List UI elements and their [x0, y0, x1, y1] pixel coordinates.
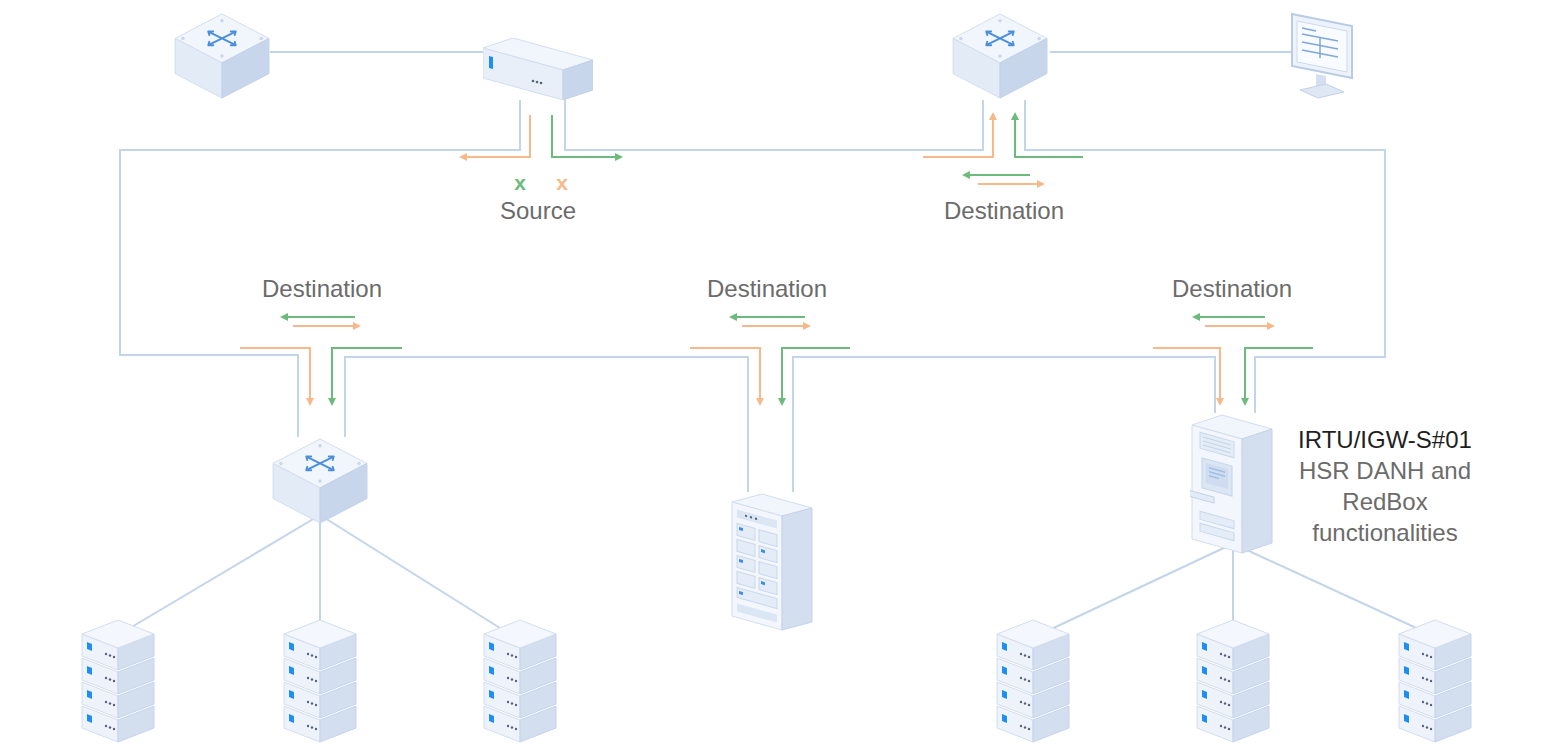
role-label: Destination: [232, 273, 412, 304]
source-device-icon: [483, 38, 593, 100]
flow-arrow: [736, 316, 805, 318]
flow-arrow: [293, 325, 354, 327]
flow-arrow: [1245, 348, 1313, 399]
switch-icon: [953, 14, 1047, 98]
ring-link: [565, 100, 983, 150]
ring-link: [120, 100, 520, 437]
destination-switch: Destination: [270, 437, 370, 525]
destination-rack: Destination: [730, 492, 814, 632]
flow-arrow: [1205, 325, 1268, 327]
rack-icon: [732, 494, 812, 630]
flow-arrow: [552, 115, 616, 157]
device-name: IRTU/IGW-S#01: [1285, 424, 1485, 455]
monitor-icon: [1292, 14, 1352, 98]
ring-link: [793, 357, 1215, 492]
server-icon: [284, 620, 356, 742]
destination-switch: Destination: [950, 12, 1050, 100]
server-icon: [82, 620, 154, 742]
wire: [319, 520, 321, 624]
wire: [1232, 550, 1234, 624]
flow-arrow: [1153, 348, 1220, 399]
ring-link: [345, 357, 748, 492]
flow-arrow: [332, 348, 402, 399]
wire: [1045, 545, 1230, 632]
ring-link: [1025, 100, 1385, 413]
switch-icon: [175, 14, 269, 98]
server-icon: [1197, 620, 1269, 742]
gateway-icon: [1184, 415, 1272, 553]
flow-arrow: [923, 119, 993, 157]
role-label: Source: [458, 195, 618, 226]
failure-mark: x: [552, 170, 572, 196]
gateway-device: DestinationIRTU/IGW-S#01HSR DANH and Red…: [1190, 413, 1274, 555]
flow-arrow: [978, 183, 1038, 185]
server-icon: [484, 620, 556, 742]
device-description: HSR DANH and RedBox functionalities: [1290, 455, 1480, 548]
failure-mark: x: [510, 170, 530, 196]
role-label: Destination: [914, 195, 1094, 226]
flow-arrow: [240, 348, 310, 399]
device-icons: [82, 14, 1471, 742]
wire: [1236, 545, 1425, 632]
role-label: Destination: [677, 273, 857, 304]
flow-arrow: [690, 348, 760, 399]
source-device: Source: [483, 38, 593, 100]
flow-arrow: [969, 174, 1030, 176]
flow-arrow: [782, 348, 850, 399]
wire: [270, 51, 483, 53]
flow-arrow: [1015, 119, 1083, 157]
flow-arrows: [240, 115, 1313, 399]
server-icon: [997, 620, 1069, 742]
flow-arrow: [287, 316, 355, 318]
wire: [320, 515, 500, 628]
flow-arrow: [742, 325, 804, 327]
wire-group: [130, 52, 1425, 632]
switch-icon: [273, 439, 367, 523]
wire: [1050, 51, 1292, 53]
flow-arrow: [1199, 316, 1265, 318]
role-label: Destination: [1142, 273, 1322, 304]
server-icon: [1399, 620, 1471, 742]
flow-arrow: [466, 115, 530, 157]
wire: [130, 515, 320, 628]
